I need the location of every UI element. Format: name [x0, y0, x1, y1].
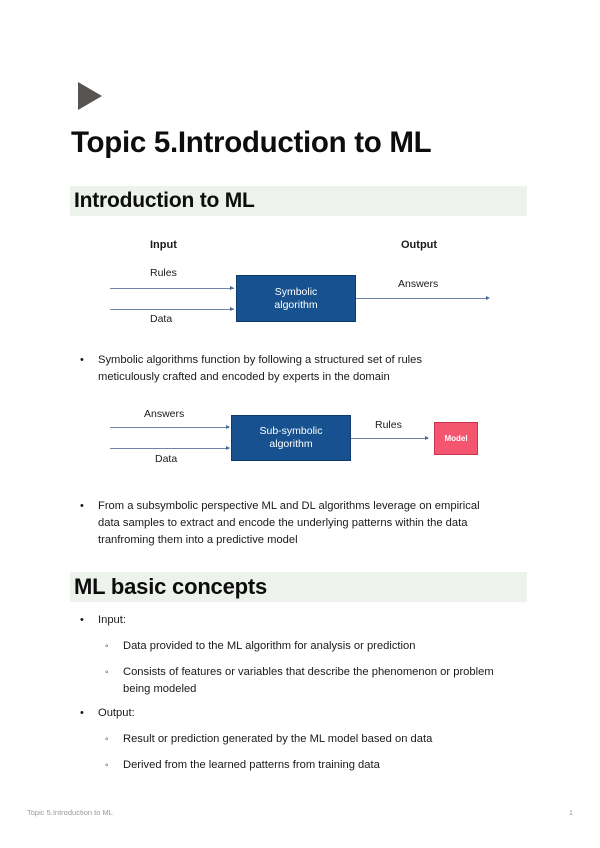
diagram-symbolic-input-data-label: Data [150, 313, 173, 325]
diagram-subsymbolic-arrow-data-line [110, 448, 229, 449]
concept-input-child-2: Consists of features or variables that d… [123, 666, 494, 695]
section-heading-introduction: Introduction to ML [70, 186, 527, 216]
diagram-symbolic-output-label: Output [401, 239, 438, 251]
diagram-subsymbolic-box-line2: algorithm [269, 438, 313, 450]
list-item: ◦ Derived from the learned patterns from… [105, 757, 510, 774]
section-heading-ml-basic-concepts-label: ML basic concepts [74, 574, 268, 599]
list-item: ◦ Result or prediction generated by the … [105, 731, 510, 748]
diagram-symbolic-input-rules-label: Rules [150, 267, 177, 279]
diagram-subsymbolic-input-answers-label: Answers [144, 408, 185, 420]
diagram-subsymbolic-arrow-rules-line [351, 438, 428, 439]
concept-output-child-1: Result or prediction generated by the ML… [123, 733, 433, 745]
diagram-symbolic-arrow-rules-head [230, 286, 234, 290]
play-triangle-icon [78, 82, 102, 110]
bullet-marker: • [80, 354, 84, 366]
diagram-symbolic-process-box: Symbolic algorithm [236, 275, 356, 322]
diagram-symbolic-input-label: Input [150, 239, 177, 251]
section-heading-ml-basic-concepts: ML basic concepts [70, 572, 527, 602]
diagram-symbolic-arrow-data-head [230, 307, 234, 311]
sub-bullet-marker: ◦ [105, 760, 109, 771]
footer-title: Topic 5.Introduction to ML [27, 808, 113, 817]
diagram-symbolic-arrow-data-line [110, 309, 234, 310]
list-item: ◦ Consists of features or variables that… [105, 664, 510, 698]
concept-group-output: • Output: ◦ Result or prediction generat… [80, 705, 510, 774]
section-heading-introduction-label: Introduction to ML [74, 189, 255, 212]
diagram-subsymbolic-input-data-label: Data [155, 453, 178, 465]
diagram-subsymbolic-process-box: Sub-symbolic algorithm [231, 415, 351, 461]
concept-output-label: Output: [98, 707, 135, 719]
diagram-subsymbolic-arrow-answers-head [226, 425, 230, 429]
footer-page-number: 1 [568, 808, 573, 817]
diagram-symbolic-arrow-answers-head [486, 296, 490, 300]
concept-input-child-1: Data provided to the ML algorithm for an… [123, 640, 416, 652]
diagram-subsymbolic-box-line1: Sub-symbolic [259, 425, 323, 437]
bullet-subsymbolic-perspective: • From a subsymbolic perspective ML and … [80, 498, 500, 549]
diagram-subsymbolic-model-box: Model [434, 422, 478, 455]
bullet-marker: • [80, 614, 84, 626]
list-item: • Input: [80, 612, 510, 629]
sub-bullet-marker: ◦ [105, 641, 109, 652]
list-item: ◦ Data provided to the ML algorithm for … [105, 638, 510, 655]
sub-bullet-marker: ◦ [105, 734, 109, 745]
diagram-symbolic-box-line2: algorithm [274, 298, 318, 311]
bullet-symbolic-text: Symbolic algorithms function by followin… [98, 354, 422, 383]
diagram-subsymbolic-output-rules-label: Rules [375, 419, 402, 431]
diagram-symbolic-arrow-rules-line [110, 288, 234, 289]
bullet-marker: • [80, 707, 84, 719]
bullet-subsymbolic-text: From a subsymbolic perspective ML and DL… [98, 500, 480, 546]
concept-group-input: • Input: ◦ Data provided to the ML algor… [80, 612, 510, 698]
page-title: Topic 5.Introduction to ML [71, 126, 432, 159]
concept-input-label: Input: [98, 614, 126, 626]
page-footer: Topic 5.Introduction to ML 1 [0, 808, 600, 824]
bullet-symbolic-algorithms: • Symbolic algorithms function by follow… [80, 352, 480, 386]
diagram-subsymbolic-model-label: Model [444, 434, 468, 443]
bullet-marker: • [80, 500, 84, 512]
diagram-symbolic-arrow-answers-line [356, 298, 488, 299]
diagram-subsymbolic-arrow-data-head [226, 446, 230, 450]
sub-bullet-marker: ◦ [105, 667, 109, 678]
concept-output-child-2: Derived from the learned patterns from t… [123, 759, 380, 771]
diagram-subsymbolic-arrow-answers-line [110, 427, 229, 428]
list-item: • Output: [80, 705, 510, 722]
diagram-subsymbolic-arrow-rules-head [425, 436, 429, 440]
diagram-symbolic-box-line1: Symbolic [274, 285, 318, 298]
diagram-symbolic-output-answers-label: Answers [398, 278, 439, 290]
